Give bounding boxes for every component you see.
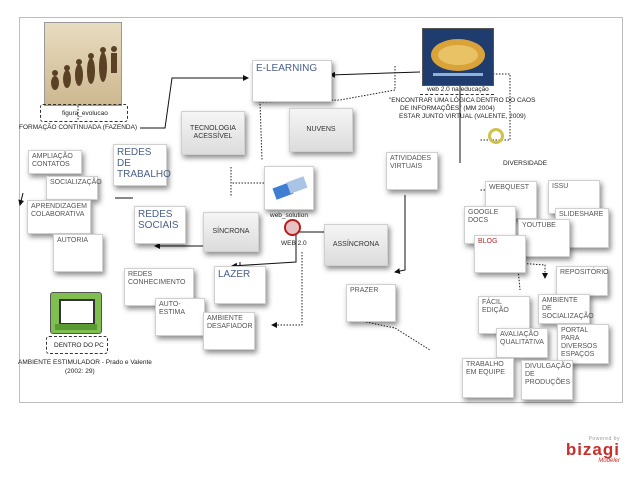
- auto-estima-node[interactable]: AUTO-ESTIMA: [155, 298, 205, 336]
- pc-caption: DENTRO DO PC: [54, 342, 104, 349]
- puzzle-pieces-icon: [272, 176, 308, 200]
- ambiente-socializacao-node[interactable]: AMBIENTE DE SOCIALIZAÇÃO: [538, 294, 594, 324]
- brand-product: Modeler: [598, 458, 620, 464]
- pc-image: [50, 292, 102, 334]
- web20-center-label: WEB 2.0: [281, 240, 307, 247]
- ambiente-desafiador-node[interactable]: AMBIENTE DESAFIADOR: [203, 312, 255, 350]
- evolution-caption-box: [40, 104, 128, 122]
- web20-cloud-icon: [431, 39, 485, 76]
- evolution-figures-icon: [51, 46, 117, 90]
- web20-caption: web 2.0 na educação: [427, 86, 489, 93]
- divulgacao-node[interactable]: DIVULGAÇÃO DE PRODUÇÕES: [521, 360, 573, 400]
- lazer-node[interactable]: LAZER: [214, 266, 266, 304]
- web-solution-node[interactable]: [264, 166, 314, 210]
- evolution-title: FORMAÇÃO CONTINUADA (FAZENDA): [19, 124, 138, 131]
- redes-trabalho-node[interactable]: REDES DE TRABALHO: [113, 144, 171, 186]
- autoria-node[interactable]: AUTORIA: [53, 234, 103, 272]
- pc-note-1: AMBIENTE ESTIMULADOR - Prado e Valente: [18, 359, 152, 366]
- web20-image: [422, 28, 494, 86]
- pc-note-2: (2002: 29): [65, 368, 95, 375]
- web20-note-3: ESTAR JUNTO VIRTUAL (VALENTE, 2009): [399, 113, 526, 120]
- redes-conhecimento-node[interactable]: REDES CONHECIMENTO: [124, 268, 194, 306]
- sincrona-node[interactable]: SÍNCRONA: [203, 212, 259, 252]
- evolution-image: [44, 22, 122, 106]
- web20-circle-icon[interactable]: [284, 219, 301, 236]
- pc-screen: [59, 299, 95, 325]
- web20-note-1: "ENCONTRAR UMA LÓGICA DENTRO DO CAOS: [389, 97, 536, 104]
- brand-name: bizagi: [565, 440, 620, 459]
- web-solution-caption: web_solution: [270, 212, 308, 219]
- pc-keyboard: [55, 324, 97, 330]
- repositorio-node[interactable]: REPOSITÓRIO: [556, 266, 609, 296]
- bizagi-logo: Powered by bizagi Modeler: [566, 436, 620, 464]
- diversity-ring-icon: [488, 128, 504, 144]
- nuvens-node[interactable]: NUVENS: [289, 108, 353, 152]
- ampliacao-node[interactable]: AMPLIAÇÃO CONTATOS: [28, 150, 82, 174]
- web20-note-2: DE INFORMAÇÕES" (MM 2004): [400, 105, 495, 112]
- evolution-caption: figura_evolucao: [62, 110, 108, 117]
- youtube-node[interactable]: YOUTUBE: [518, 219, 570, 257]
- aprendizagem-node[interactable]: APRENDIZAGEM COLABORATIVA: [27, 200, 91, 234]
- atividades-node[interactable]: ATIVIDADES VIRTUAIS: [386, 152, 438, 190]
- avaliacao-node[interactable]: AVALIAÇÃO QUALITATIVA: [496, 328, 548, 358]
- tecnologia-node[interactable]: TECNOLOGIA ACESSÍVEL: [181, 111, 245, 155]
- socializacao-node[interactable]: SOCIALIZAÇÃO: [46, 176, 102, 200]
- prazer-node[interactable]: PRAZER: [346, 284, 396, 322]
- pc-caption-box: [46, 336, 108, 354]
- e-learning-node[interactable]: E-LEARNING: [252, 60, 332, 102]
- trabalho-equipe-node[interactable]: TRABALHO EM EQUIPE: [462, 358, 514, 398]
- web20-caption-box: [420, 84, 494, 95]
- blog-node[interactable]: BLOG: [474, 235, 526, 273]
- assincrona-node[interactable]: ASSÍNCRONA: [324, 224, 388, 266]
- diversidade-label: DIVERSIDADE: [503, 160, 548, 167]
- portal-node[interactable]: PORTAL PARA DIVERSOS ESPAÇOS: [557, 324, 609, 364]
- powered-label: Powered by: [588, 436, 620, 442]
- redes-sociais-node[interactable]: REDES SOCIAIS: [134, 206, 186, 244]
